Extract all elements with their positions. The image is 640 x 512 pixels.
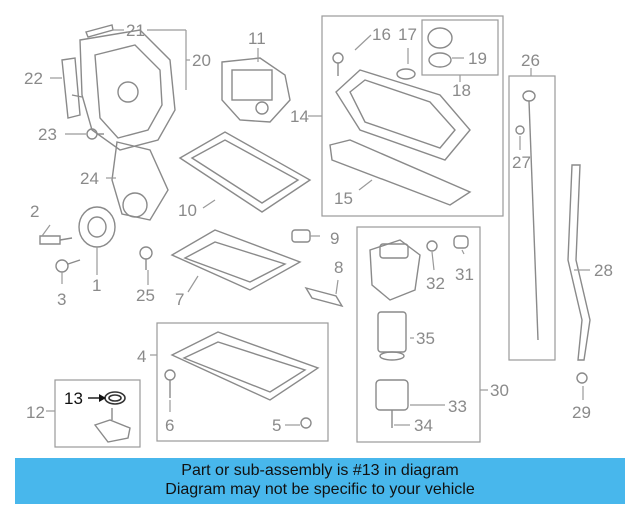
oil-level-sensor-12-part <box>93 408 131 443</box>
oil-filter-housing-part <box>369 239 421 301</box>
bolt-6-part <box>164 369 176 398</box>
oil-pan-4-part <box>170 331 320 401</box>
callout-17: 17 <box>398 25 417 44</box>
bracket-part <box>61 57 83 119</box>
bolt-2-part <box>39 235 73 245</box>
callout-11: 11 <box>248 29 266 48</box>
timing-cover-part <box>79 29 176 151</box>
o-ring-13-part <box>104 391 126 405</box>
callout-15: 15 <box>334 189 353 208</box>
plug-25-part <box>139 246 153 270</box>
seal-27-part <box>515 125 525 135</box>
callout-21: 21 <box>126 21 145 40</box>
oil-pan-group-box <box>156 322 329 442</box>
gasket-10-part <box>178 131 312 213</box>
seal-32-part <box>426 240 438 252</box>
callout-34: 34 <box>414 416 433 435</box>
callout-19: 19 <box>468 49 487 68</box>
valve-cover-14-part <box>335 69 471 161</box>
callout-1: 1 <box>92 276 101 295</box>
callout-13: 13 <box>64 389 83 408</box>
callout-2: 2 <box>30 202 39 221</box>
bolt-3-part <box>55 259 81 273</box>
callout-33: 33 <box>448 397 467 416</box>
seal-29-part <box>576 372 588 384</box>
gasket-15-part <box>329 139 472 206</box>
callout-29: 29 <box>572 403 591 422</box>
callout-4: 4 <box>137 347 146 366</box>
callout-26: 26 <box>521 51 540 70</box>
leader-lines <box>41 29 590 426</box>
oil-filter-group-box <box>356 226 481 443</box>
baffle-7-part <box>170 229 302 291</box>
seal-31-part <box>453 235 469 249</box>
strip-8-part <box>304 286 344 308</box>
callout-23: 23 <box>38 125 57 144</box>
callout-27: 27 <box>512 153 531 172</box>
callout-25: 25 <box>136 286 155 305</box>
filter-element-35-part <box>377 311 407 361</box>
callout-5: 5 <box>272 416 281 435</box>
callout-18: 18 <box>452 81 471 100</box>
callout-20: 20 <box>192 51 211 70</box>
parts-diagram: 1 2 3 4 5 6 7 8 9 10 11 12 13 14 15 16 1… <box>24 15 613 448</box>
callout-14: 14 <box>290 107 309 126</box>
banner-line-1: Part or sub-assembly is #13 in diagram <box>181 462 459 479</box>
valve-cover-group-box <box>321 15 504 217</box>
callout-31: 31 <box>455 265 474 284</box>
part-notice-banner: Part or sub-assembly is #13 in diagram D… <box>15 458 625 504</box>
plug-9-part <box>291 229 311 243</box>
bolt-23-part <box>86 128 104 140</box>
callout-30: 30 <box>490 381 509 400</box>
module-11-part <box>221 57 291 123</box>
callout-32: 32 <box>426 274 445 293</box>
drain-plug-5-part <box>300 417 312 429</box>
seal-17-part <box>396 68 416 80</box>
callout-22: 22 <box>24 69 43 88</box>
callout-7: 7 <box>175 290 184 309</box>
callout-24: 24 <box>80 169 99 188</box>
dipstick-tube-28-part <box>567 164 591 361</box>
callout-28: 28 <box>594 261 613 280</box>
callout-3: 3 <box>57 290 66 309</box>
callout-10: 10 <box>178 201 197 220</box>
bolt-16-part <box>332 52 344 76</box>
dipstick-26-part <box>522 90 539 341</box>
oil-level-sensor-group-box <box>54 379 141 448</box>
callout-35: 35 <box>416 329 435 348</box>
filter-cap-34-part <box>375 379 409 428</box>
dipstick-group-box <box>508 75 556 361</box>
callout-9: 9 <box>330 229 339 248</box>
callout-8: 8 <box>334 258 343 277</box>
front-cover-24-part <box>111 141 169 221</box>
cap-19-part <box>427 27 453 68</box>
callout-16: 16 <box>372 25 391 44</box>
banner-line-2: Diagram may not be specific to your vehi… <box>165 481 475 498</box>
callout-6: 6 <box>165 416 174 435</box>
pulley-1-part <box>78 206 116 248</box>
callout-12: 12 <box>26 403 45 422</box>
